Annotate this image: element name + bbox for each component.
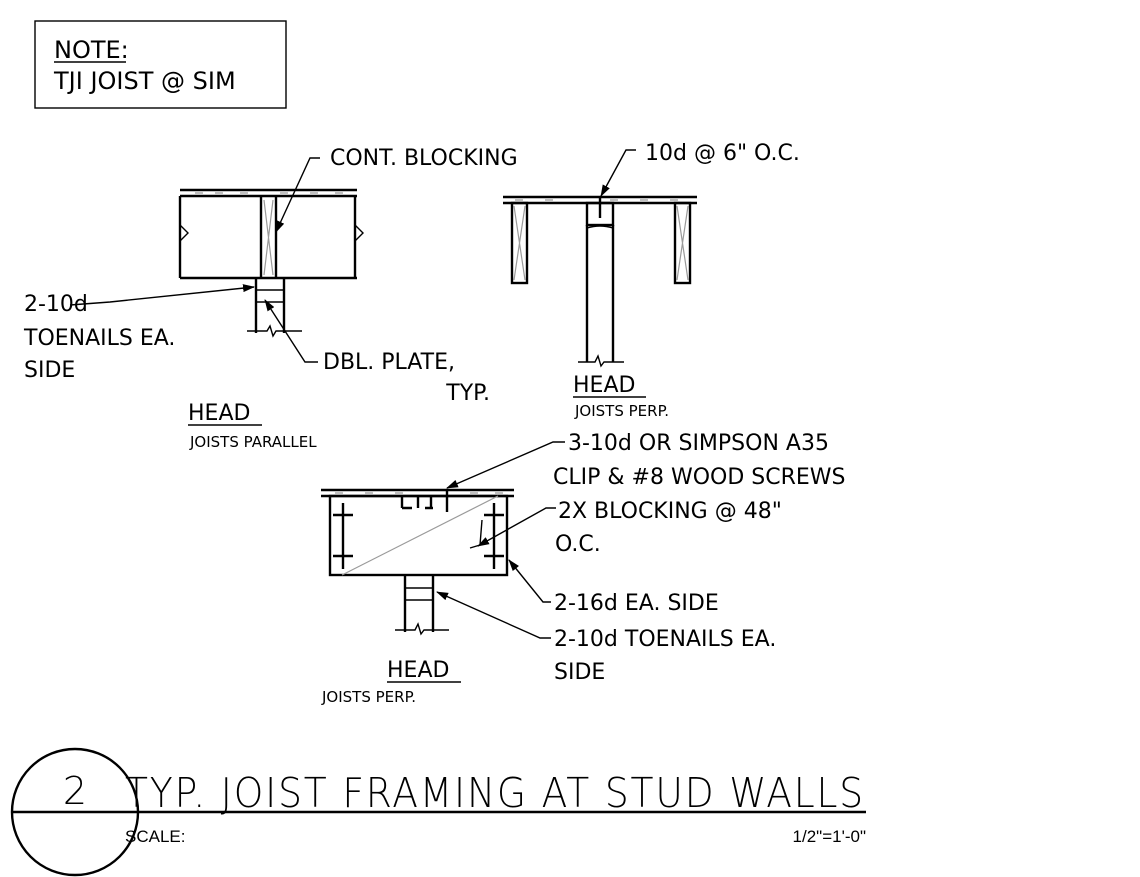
detail-joists-parallel: CONT. BLOCKING 2-10d TOENAILS EA. SIDE D… <box>23 146 518 451</box>
wall-break <box>395 622 449 636</box>
label-toenails-1: 2-10d TOENAILS EA. <box>554 627 776 652</box>
note-box: NOTE: TJI JOIST @ SIM <box>34 20 287 109</box>
scale-value: 1/2"=1'-0" <box>793 827 866 846</box>
label-toenails-1: 2-10d <box>24 292 88 317</box>
scale-label: SCALE: <box>125 827 185 846</box>
detail-perp-bottom-subtitle: JOISTS PERP. <box>321 688 416 706</box>
label-blocking-1: 2X BLOCKING @ 48" <box>558 499 782 524</box>
label-clip-1: 3-10d OR SIMPSON A35 <box>568 431 829 456</box>
stud-top <box>586 225 614 229</box>
clip <box>400 496 433 510</box>
break-right <box>354 224 364 242</box>
joist-hatch-left <box>513 205 526 281</box>
note-heading: NOTE: <box>54 36 129 64</box>
leader-toenails <box>69 284 255 306</box>
label-dbl-plate-1: DBL. PLATE, <box>323 350 455 375</box>
label-cont-blocking: CONT. BLOCKING <box>330 146 518 171</box>
wall-break <box>578 354 624 368</box>
wall-break <box>247 324 302 338</box>
label-clip-2: CLIP & #8 WOOD SCREWS <box>553 465 846 490</box>
label-toenails-2: TOENAILS EA. <box>23 326 175 351</box>
detail-parallel-title: HEAD <box>188 401 250 426</box>
title-block: 2 TYP. JOIST FRAMING AT STUD WALLS SCALE… <box>10 747 866 877</box>
leader-clip <box>446 441 565 489</box>
detail-joists-perp-top: 10d @ 6" O.C. HEAD JOISTS PERP. <box>503 141 800 420</box>
leader-16d <box>508 559 551 603</box>
leader-cont-blocking <box>275 157 320 233</box>
label-16d: 2-16d EA. SIDE <box>554 591 719 616</box>
detail-number: 2 <box>63 769 87 813</box>
leader-blocking <box>477 507 556 547</box>
joist-section-left <box>510 201 529 285</box>
note-frame <box>34 20 287 109</box>
label-nailing: 10d @ 6" O.C. <box>645 141 800 166</box>
end-nails-right <box>484 503 504 569</box>
leader-dbl-plate <box>264 299 318 363</box>
leader-toenails <box>436 591 551 639</box>
detail-perp-top-subtitle: JOISTS PERP. <box>574 402 669 420</box>
end-nails-left <box>333 503 353 569</box>
detail-perp-top-title: HEAD <box>573 373 635 398</box>
note-text: TJI JOIST @ SIM <box>53 67 236 95</box>
label-toenails-2: SIDE <box>554 660 605 685</box>
label-dbl-plate-2: TYP. <box>445 381 490 406</box>
detail-joists-perp-bottom: 3-10d OR SIMPSON A35 CLIP & #8 WOOD SCRE… <box>321 431 846 706</box>
blocking-hatch <box>263 199 274 276</box>
leader-nailing <box>600 149 636 197</box>
detail-title: TYP. JOIST FRAMING AT STUD WALLS <box>125 769 865 817</box>
blocking-hook <box>469 519 483 549</box>
label-toenails-3: SIDE <box>24 358 75 383</box>
detail-parallel-subtitle: JOISTS PARALLEL <box>189 433 317 451</box>
break-left <box>179 224 189 242</box>
joist-hatch-right <box>676 205 689 281</box>
label-blocking-2: O.C. <box>555 532 601 557</box>
detail-perp-bottom-title: HEAD <box>387 658 449 683</box>
joist-section-right <box>673 201 692 285</box>
blocking-diagonal <box>341 495 499 576</box>
